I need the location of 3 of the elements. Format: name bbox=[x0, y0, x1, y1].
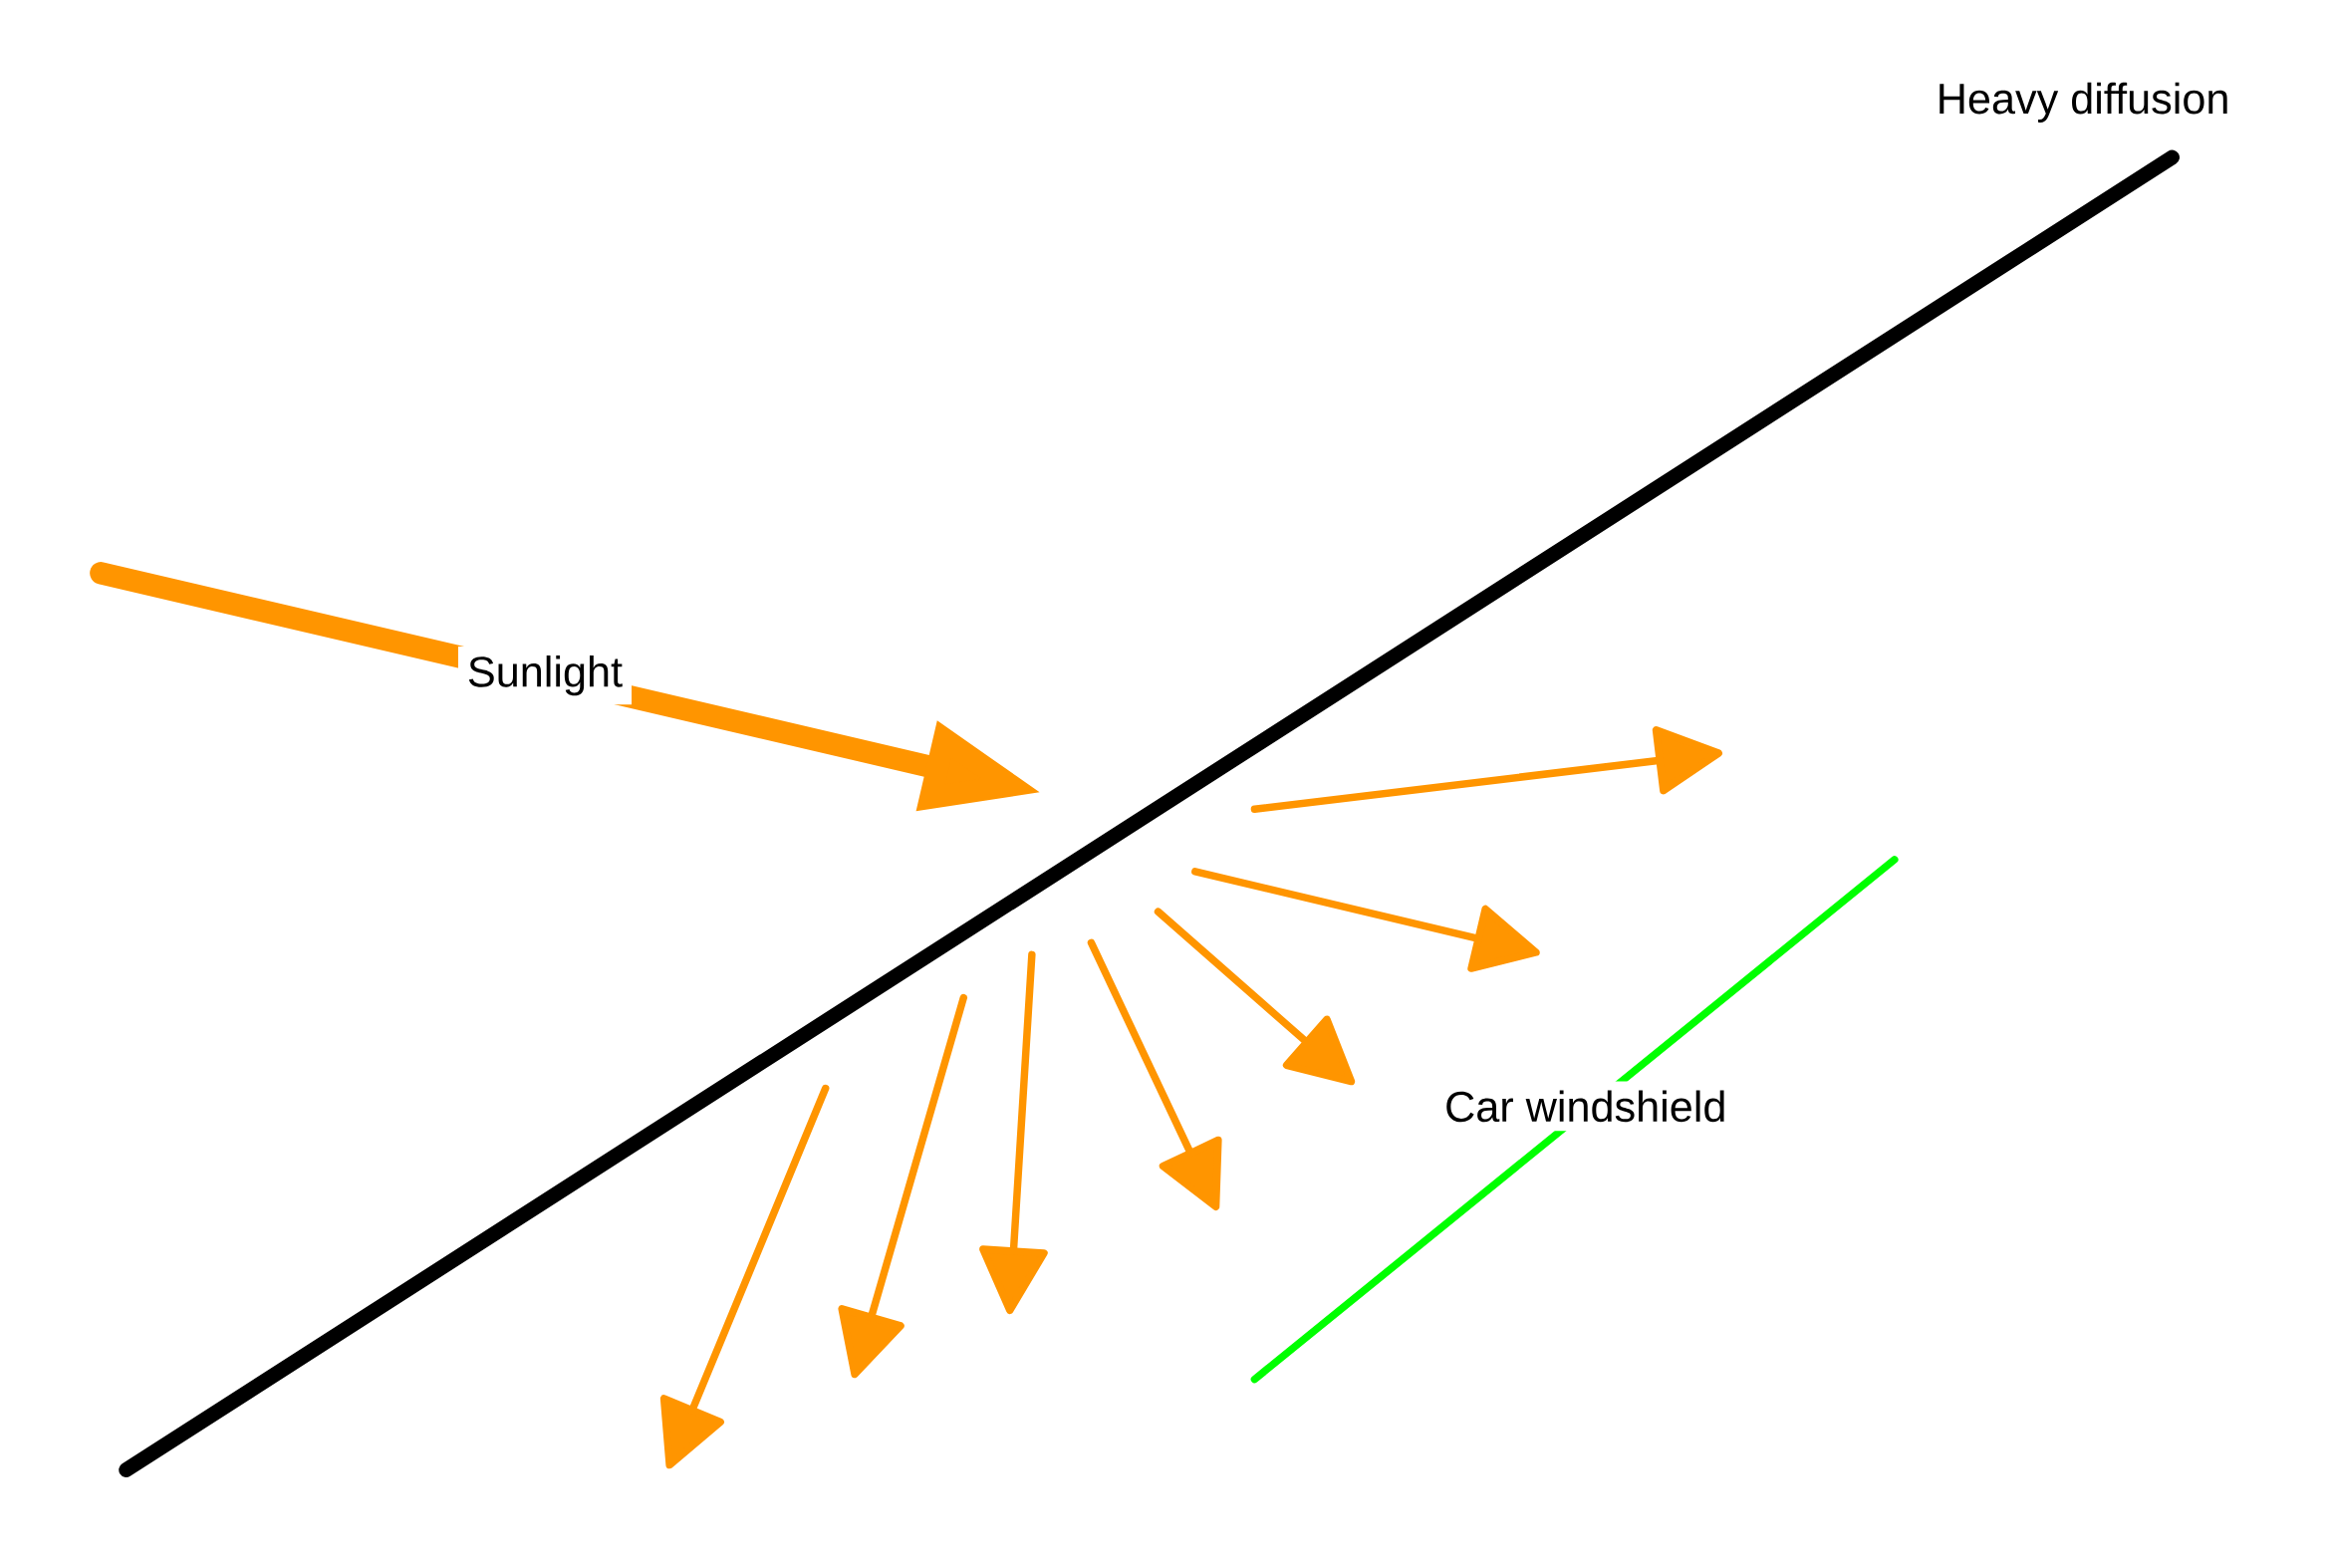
text-label: Heavy diffusion bbox=[1940, 82, 2227, 124]
text-label: Car windshield bbox=[1435, 1081, 1736, 1132]
text-label: Sunlight bbox=[457, 647, 633, 705]
